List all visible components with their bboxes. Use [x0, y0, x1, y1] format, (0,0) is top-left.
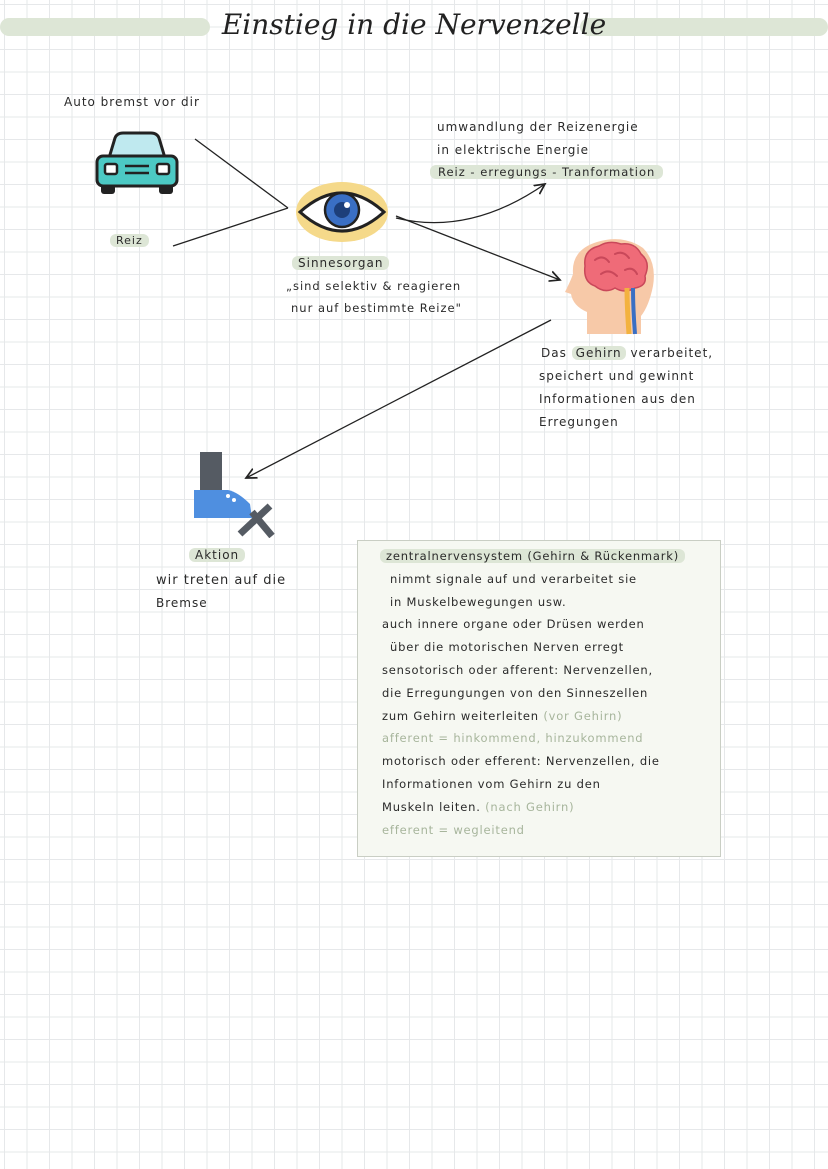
box-line-6: die Erregungungen von den Sinneszellen [382, 685, 649, 700]
arrow-eye-to-brain [395, 215, 560, 280]
line-car-to-eye [194, 138, 289, 209]
action-text: Aktion [189, 548, 246, 562]
box-line-9: motorisch oder efferent: Nervenzellen, d… [382, 754, 660, 769]
brain-line1: Das Gehirn verarbeitet, [541, 342, 713, 365]
reiz-text: Reiz [110, 234, 149, 247]
box-line-2: in Muskelbewegungen usw. [390, 594, 567, 609]
car-icon [95, 131, 179, 194]
box-line-7-text: zum Gehirn weiterleiten [382, 708, 539, 723]
box-line-10: Informationen vom Gehirn zu den [382, 776, 601, 791]
box-line-8: afferent = hinkommend, hinzukommend [382, 731, 644, 746]
action-note-line2: Bremse [156, 596, 208, 610]
conversion-highlight: Reiz - erregungs - Tranformation [430, 165, 664, 179]
box-heading-row: zentralnervensystem (Gehirn & Rückenmark… [358, 545, 720, 568]
conversion-line1: umwandlung der Reizenergie [437, 120, 639, 134]
action-label: Aktion [189, 544, 246, 567]
page-title: Einstieg in die Nervenzelle [221, 8, 607, 41]
reiz-label: Reiz [110, 229, 149, 252]
box-line-4: über die motorischen Nerven erregt [390, 640, 624, 655]
sense-organ-text: Sinnesorgan [292, 256, 390, 270]
arrow-eye-to-conversion [395, 184, 545, 224]
brain-line4: Erregungen [539, 415, 619, 429]
sense-note-line1: „sind selektiv & reagieren [286, 279, 462, 293]
line-reiz-to-eye [172, 207, 289, 247]
brain-line1-pre: Das [541, 346, 572, 360]
box-line-7-muted: (vor Gehirn) [538, 708, 623, 723]
conversion-line2: in elektrische Energie [437, 143, 590, 157]
box-line-11-text: Muskeln leiten. [382, 799, 481, 814]
brain-line1-post: verarbeitet, [625, 346, 714, 360]
action-note-line1: wir treten auf die [156, 573, 287, 588]
box-line-12: efferent = wegleitend [382, 822, 525, 837]
box-line-5: sensotorisch oder afferent: Nervenzellen… [382, 662, 653, 677]
brain-line2: speichert und gewinnt [539, 369, 695, 383]
box-line-11-muted: (nach Gehirn) [480, 799, 575, 814]
box-line-7: zum Gehirn weiterleiten (vor Gehirn) [358, 705, 720, 728]
sense-organ-label: Sinnesorgan [292, 252, 390, 275]
brain-head-icon [565, 239, 654, 335]
title-bar-right [580, 18, 828, 36]
car-caption: Auto bremst vor dir [64, 95, 200, 109]
box-line-1: nimmt signale auf und verarbeitet sie [390, 571, 637, 586]
eye-icon [296, 182, 388, 242]
box-heading: zentralnervensystem (Gehirn & Rückenmark… [380, 549, 686, 563]
nervous-system-box: zentralnervensystem (Gehirn & Rückenmark… [357, 540, 721, 857]
conversion-highlight-row: Reiz - erregungs - Tranformation [430, 161, 664, 184]
brain-line1-highlight: Gehirn [571, 346, 626, 360]
box-line-11: Muskeln leiten. (nach Gehirn) [358, 796, 720, 819]
sense-note-line2: nur auf bestimmte Reize" [291, 301, 462, 315]
foot-on-pedal-icon [194, 452, 275, 538]
arrow-brain-to-foot [246, 319, 552, 478]
title-bar-left [0, 18, 210, 36]
box-line-3: auch innere organe oder Drüsen werden [382, 617, 645, 632]
brain-line3: Informationen aus den [539, 392, 696, 406]
